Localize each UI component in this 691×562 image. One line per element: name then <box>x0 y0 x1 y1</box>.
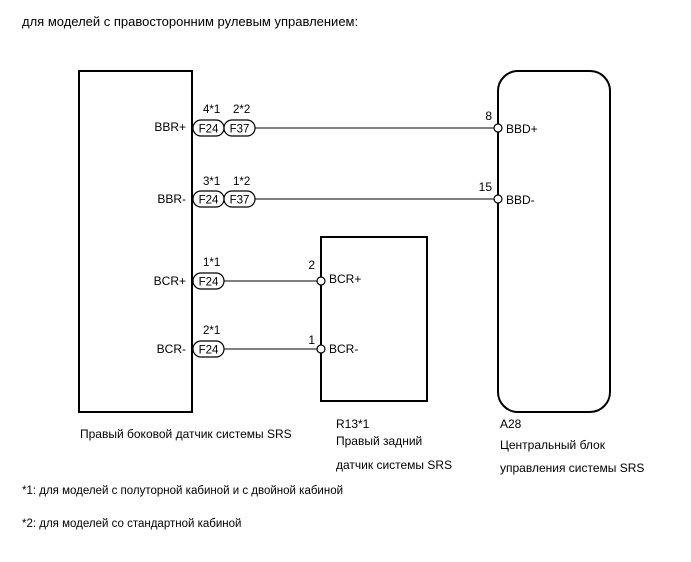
right-ecu-box <box>497 70 611 413</box>
right-component-label-1: Центральный блок <box>500 438 606 452</box>
connector-label: F37 <box>230 124 250 136</box>
connector-f37 <box>223 119 256 137</box>
connector-f24 <box>192 340 225 358</box>
terminal <box>493 123 503 133</box>
connector-label: F24 <box>199 345 219 357</box>
left-pin-bbr-minus: BBR- <box>157 192 186 206</box>
right-pin-bbd-minus: BBD- <box>506 193 535 207</box>
connector-label: F37 <box>230 195 250 207</box>
right-pin-number-15: 15 <box>479 180 493 194</box>
left-sensor-box <box>78 70 193 413</box>
left-pin-bbr-plus: BBR+ <box>154 120 186 134</box>
connector-label: F24 <box>199 195 219 207</box>
left-component-label: Правый боковой датчик системы SRS <box>80 427 292 441</box>
pin-label: 3*1 <box>203 176 220 188</box>
right-component-label-2: управления системы SRS <box>500 461 644 475</box>
pin-label: 1*1 <box>203 257 220 269</box>
connector-label: F24 <box>199 124 219 136</box>
pin-label: 2*2 <box>233 104 250 116</box>
middle-pin-number-2: 2 <box>308 258 315 272</box>
middle-component-label-1: Правый задний <box>336 434 422 448</box>
pin-label: 1*2 <box>233 176 250 188</box>
terminal <box>316 344 326 354</box>
right-component-code: A28 <box>500 417 522 431</box>
pin-label: 4*1 <box>203 104 220 116</box>
right-pin-bbd-plus: BBD+ <box>506 122 538 136</box>
page-title: для моделей с правосторонним рулевым упр… <box>22 14 358 29</box>
middle-pin-bcr-minus: BCR- <box>329 342 358 356</box>
middle-sensor-box <box>320 236 428 402</box>
terminal <box>316 276 326 286</box>
pin-label: 2*1 <box>203 325 220 337</box>
middle-pin-number-1: 1 <box>308 333 315 347</box>
terminal <box>493 194 503 204</box>
middle-component-code: R13*1 <box>336 417 370 431</box>
left-pin-bcr-minus: BCR- <box>157 342 186 356</box>
connector-label: F24 <box>199 277 219 289</box>
footnote-1: *1: для моделей с полуторной кабиной и с… <box>22 485 343 497</box>
connector-f37 <box>223 190 256 208</box>
middle-pin-bcr-plus: BCR+ <box>329 272 361 286</box>
left-pin-bcr-plus: BCR+ <box>154 274 186 288</box>
footnote-2: *2: для моделей со стандартной кабиной <box>22 518 241 530</box>
connector-f24 <box>192 272 225 290</box>
right-pin-number-8: 8 <box>485 109 492 123</box>
middle-component-label-2: датчик системы SRS <box>336 458 452 472</box>
